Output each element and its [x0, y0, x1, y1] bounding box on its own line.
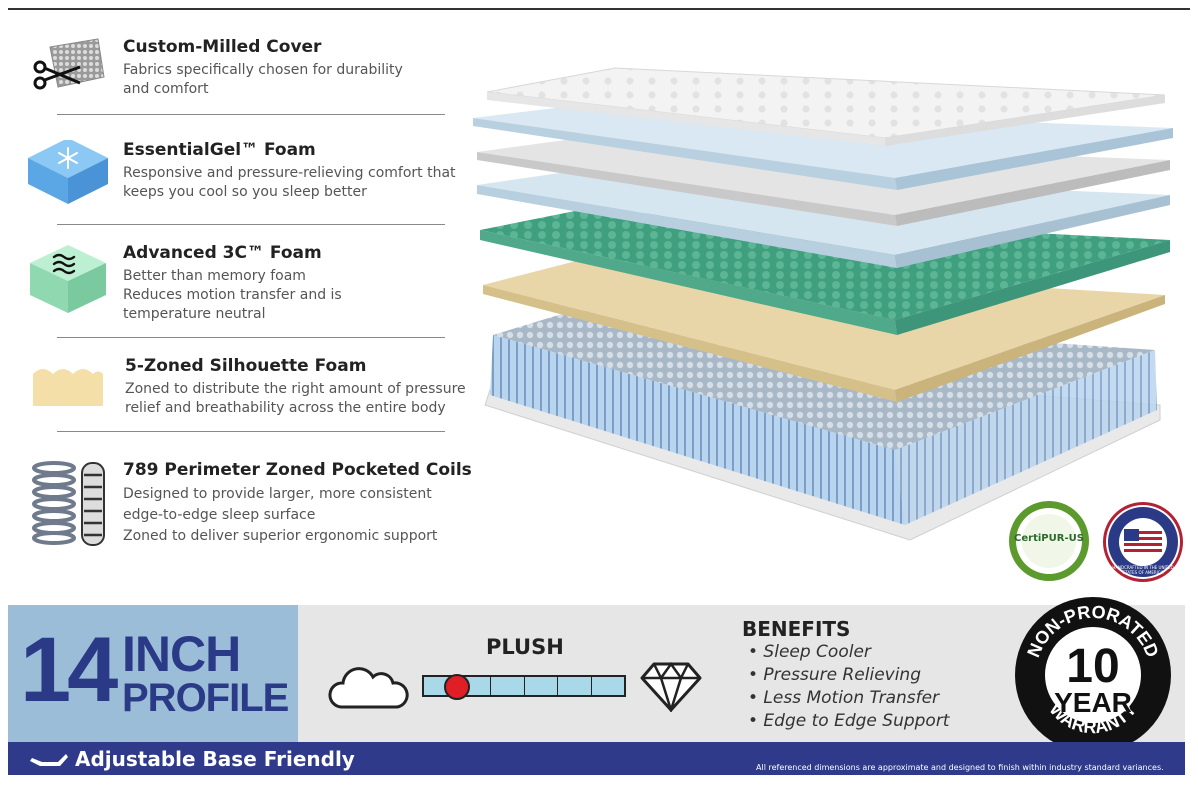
feature-desc-line: Better than memory foam	[123, 268, 306, 284]
feature-title: Advanced 3C™ Foam	[123, 243, 322, 263]
firmness-scale	[422, 675, 626, 697]
feature-desc-line: and comfort	[123, 81, 209, 97]
benefit-item: • Pressure Relieving	[748, 665, 921, 685]
firmness-indicator	[443, 674, 470, 700]
certipur-label: CertiPUR-US	[1014, 533, 1084, 544]
divider	[57, 431, 445, 432]
feature-title: EssentialGel™ Foam	[123, 140, 316, 160]
feature-desc-line: temperature neutral	[123, 306, 266, 322]
feature-title: Custom-Milled Cover	[123, 37, 322, 57]
divider	[57, 337, 445, 338]
profile-number: 14	[20, 619, 118, 721]
adjustable-base-label: Adjustable Base Friendly	[75, 747, 355, 771]
mattress-layers-illustration	[465, 60, 1185, 550]
diamond-icon	[640, 660, 702, 715]
feature-desc-line: Fabrics specifically chosen for durabili…	[123, 62, 403, 78]
usa-handcrafted-badge: HANDCRAFTED IN THE UNITED STATES OF AMER…	[1102, 501, 1184, 583]
feature-5-zoned-silhouette-foam: 5-Zoned Silhouette Foam Zoned to distrib…	[28, 356, 478, 416]
feature-custom-milled-cover: Custom-Milled Cover Fabrics specifically…	[28, 37, 478, 107]
feature-desc-line: edge-to-edge sleep surface	[123, 507, 316, 523]
feature-advanced-3c-foam: Advanced 3C™ Foam Better than memory foa…	[28, 243, 478, 322]
benefit-item: • Edge to Edge Support	[748, 711, 950, 731]
feature-title: 789 Perimeter Zoned Pocketed Coils	[123, 460, 472, 480]
feel-label: PLUSH	[486, 635, 564, 659]
coil-springs-icon	[28, 460, 108, 550]
profile-label: PROFILE	[122, 676, 289, 720]
warranty-number: 10	[1066, 640, 1119, 693]
profile-box	[8, 605, 298, 742]
feature-desc-line: Designed to provide larger, more consist…	[123, 486, 432, 502]
feature-title: 5-Zoned Silhouette Foam	[125, 356, 367, 376]
feature-desc-line: Zoned to distribute the right amount of …	[125, 381, 466, 397]
feature-desc-line: keeps you cool so you sleep better	[123, 184, 367, 200]
profile-unit: INCH	[122, 626, 241, 682]
footer-bar	[8, 742, 1185, 775]
feature-pocketed-coils: 789 Perimeter Zoned Pocketed Coils Desig…	[28, 460, 478, 550]
gel-snowflake-icon	[28, 138, 108, 210]
cloud-icon	[327, 663, 411, 713]
warranty-seal: NON-PRORATED WARRANTY 10 YEAR	[1014, 596, 1172, 754]
certipur-badge: CertiPUR-US	[1008, 500, 1090, 582]
benefit-item: • Less Motion Transfer	[748, 688, 940, 708]
benefit-item: • Sleep Cooler	[748, 642, 871, 662]
disclaimer-note: All referenced dimensions are approximat…	[756, 763, 1164, 772]
warranty-year: YEAR	[1054, 687, 1132, 718]
fabric-scissors-icon	[28, 37, 108, 107]
feature-desc-line: Zoned to deliver superior ergonomic supp…	[123, 528, 438, 544]
adjustable-base-icon	[30, 748, 70, 770]
feature-essentialgel-foam: EssentialGel™ Foam Responsive and pressu…	[28, 138, 478, 210]
top-rule	[8, 8, 1190, 10]
feature-desc-line: relief and breathability across the enti…	[125, 400, 446, 416]
zoned-foam-icon	[28, 356, 108, 426]
divider	[57, 224, 445, 225]
foam-waves-icon	[28, 243, 108, 313]
divider	[57, 114, 445, 115]
feature-desc-line: Responsive and pressure-relieving comfor…	[123, 165, 456, 181]
usa-badge-text: HANDCRAFTED IN THE UNITED STATES OF AMER…	[1112, 565, 1174, 575]
coil-front-right	[895, 350, 1157, 525]
benefits-title: BENEFITS	[742, 617, 851, 641]
coil-front-left	[490, 335, 905, 525]
feature-desc-line: Reduces motion transfer and is	[123, 287, 342, 303]
